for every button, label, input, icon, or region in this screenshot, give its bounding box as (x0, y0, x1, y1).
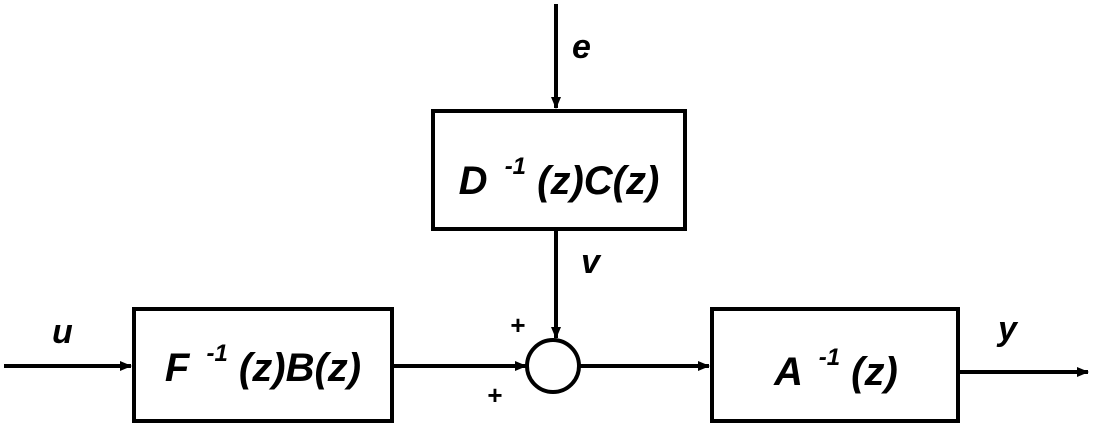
input-filter-exp: -1 (206, 340, 227, 367)
sum-sign-left: + (487, 380, 502, 410)
output-signal-label: y (996, 310, 1019, 348)
noise-signal-label: e (572, 28, 591, 66)
input-filter-rest: (z)B(z) (239, 346, 361, 390)
output-filter-label: A -1 (z) (773, 330, 898, 394)
input-filter-block (132, 307, 394, 423)
noise-filter-rest: (z)C(z) (537, 159, 659, 203)
noise-filter-block (431, 109, 687, 231)
output-filter-block (710, 307, 960, 423)
output-filter-base: A (773, 350, 801, 394)
output-filter-rest: (z) (851, 350, 898, 394)
noise-filter-exp: -1 (505, 153, 526, 180)
noise-filter-label: D -1 (z)C(z) (459, 139, 660, 203)
input-signal-label: u (52, 313, 73, 351)
input-filter-label: F -1 (z)B(z) (165, 326, 361, 390)
sum-sign-top: + (510, 310, 525, 340)
summing-junction (525, 338, 581, 394)
output-filter-exp: -1 (819, 344, 840, 371)
input-filter-base: F (165, 346, 191, 390)
disturbance-signal-label: v (581, 243, 602, 281)
noise-filter-base: D (459, 159, 488, 203)
